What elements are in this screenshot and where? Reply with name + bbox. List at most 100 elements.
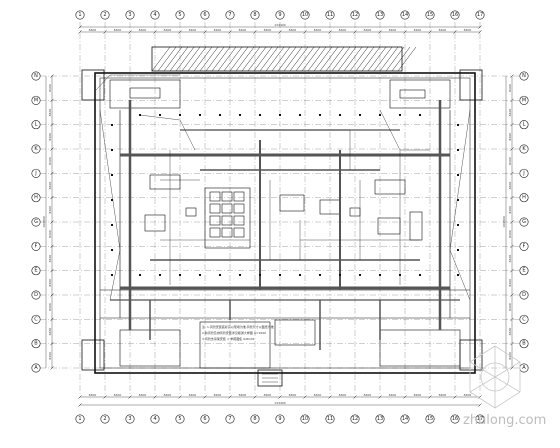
span-dimension: 8400 <box>48 255 52 263</box>
grid-bubble-top: 1 <box>75 10 85 20</box>
grid-bubble-left-label: J <box>34 170 36 176</box>
span-dimension: 8400 <box>508 206 512 214</box>
grid-bubble-right-label: N <box>522 73 526 79</box>
span-dimension: 8400 <box>189 28 197 32</box>
diffuser <box>279 114 281 116</box>
span-dimension: 8400 <box>508 279 512 287</box>
grid-bubble-top-label: 14 <box>402 12 408 18</box>
span-dimension: 8400 <box>508 109 512 117</box>
grid-bubble-bottom-label: 9 <box>278 416 281 422</box>
grid-bubble-top-label: 9 <box>278 12 281 18</box>
span-dimension: 8400 <box>508 84 512 92</box>
grid-bubble-right: C <box>519 314 529 324</box>
grid-bubble-bottom-label: 3 <box>128 416 131 422</box>
grid-bubble-bottom-label: 12 <box>352 416 358 422</box>
span-dimension: 8400 <box>89 393 97 397</box>
roof-canopy-hatch <box>151 46 417 72</box>
diffuser <box>457 174 459 176</box>
span-dimension: 8400 <box>239 28 247 32</box>
grid-bubble-top: 8 <box>250 10 260 20</box>
grid-bubble-left-label: G <box>34 219 38 225</box>
grid-bubble-left: F <box>31 241 41 251</box>
diffuser <box>111 274 113 276</box>
grid-bubble-top: 12 <box>350 10 360 20</box>
diffuser <box>199 274 201 276</box>
grid-bubble-top: 2 <box>100 10 110 20</box>
diffuser <box>179 274 181 276</box>
grid-bubble-right: B <box>519 339 529 349</box>
grid-bubble-top-label: 12 <box>352 12 358 18</box>
grid-bubble-bottom: 5 <box>175 414 185 424</box>
span-dimension: 8400 <box>264 393 272 397</box>
diffuser <box>111 249 113 251</box>
right-dimension-chain: 8400840084008400840084008400840084008400… <box>502 74 514 370</box>
diffuser <box>379 274 381 276</box>
grid-bubble-top-label: 10 <box>302 12 308 18</box>
span-dimension: 8400 <box>508 182 512 190</box>
diffuser <box>219 274 221 276</box>
note-line-2: 2.新风管及排风管安装详见暖通大样图 A=1000 <box>202 330 266 335</box>
diffuser <box>457 224 459 226</box>
grid-bubble-right: A <box>519 363 529 373</box>
grid-bubble-left: B <box>31 339 41 349</box>
grid-bubble-left-label: L <box>35 122 38 128</box>
total-dimension: 100800 <box>42 216 46 228</box>
span-dimension: 8400 <box>439 28 447 32</box>
span-dimension: 8400 <box>48 279 52 287</box>
span-dimension: 8400 <box>48 84 52 92</box>
span-dimension: 8400 <box>48 328 52 336</box>
grid-bubble-top: 11 <box>325 10 335 20</box>
grid-bubble-left: A <box>31 363 41 373</box>
span-dimension: 8400 <box>114 28 122 32</box>
grid-bubble-top: 3 <box>125 10 135 20</box>
grid-bubble-left: L <box>31 120 41 130</box>
note-line-3: 3.风管支吊架安装 = 参照图集 02K101 <box>202 336 255 341</box>
diffuser <box>457 274 459 276</box>
grid-bubble-bottom-label: 10 <box>302 416 308 422</box>
diffuser <box>279 274 281 276</box>
span-dimension: 8400 <box>508 255 512 263</box>
span-dimension: 8400 <box>48 109 52 117</box>
span-dimension: 8400 <box>464 393 472 397</box>
span-dimension: 8400 <box>89 28 97 32</box>
diffuser <box>111 224 113 226</box>
grid-bubble-left: K <box>31 144 41 154</box>
diffuser <box>359 274 361 276</box>
span-dimension: 8400 <box>314 28 322 32</box>
building-outline <box>81 69 483 387</box>
grid-bubble-right: F <box>519 241 529 251</box>
span-dimension: 8400 <box>264 28 272 32</box>
span-dimension: 8400 <box>48 206 52 214</box>
grid-bubble-bottom-label: 2 <box>103 416 106 422</box>
grid-bubble-left-label: D <box>34 292 38 298</box>
grid-bubble-bottom-label: 11 <box>327 416 333 422</box>
grid-bubble-bottom: 10 <box>300 414 310 424</box>
grid-bubble-right-label: A <box>522 365 526 371</box>
span-dimension: 8400 <box>414 393 422 397</box>
grid-bubble-bottom: 11 <box>325 414 335 424</box>
grid-bubble-right: E <box>519 266 529 276</box>
diffuser <box>457 199 459 201</box>
span-dimension: 8400 <box>48 157 52 165</box>
grid-bubble-top: 7 <box>225 10 235 20</box>
grid-bubble-bottom: 15 <box>425 414 435 424</box>
grid-bubble-right: G <box>519 217 529 227</box>
diffuser <box>159 114 161 116</box>
span-dimension: 8400 <box>508 133 512 141</box>
grid-bubble-left-label: B <box>34 341 38 347</box>
grid-bubble-top-label: 6 <box>203 12 206 18</box>
span-dimension: 8400 <box>508 303 512 311</box>
grid-bubble-top: 6 <box>200 10 210 20</box>
grid-bubble-left-label: F <box>35 243 38 249</box>
diffuser <box>359 114 361 116</box>
grid-bubble-right: K <box>519 144 529 154</box>
diffuser <box>339 114 341 116</box>
diffuser <box>457 249 459 251</box>
diffuser <box>199 114 201 116</box>
grid-bubble-bottom-label: 4 <box>153 416 156 422</box>
grid-bubble-top-label: 5 <box>178 12 181 18</box>
diffuser <box>111 124 113 126</box>
diffuser <box>219 114 221 116</box>
span-dimension: 8400 <box>389 393 397 397</box>
